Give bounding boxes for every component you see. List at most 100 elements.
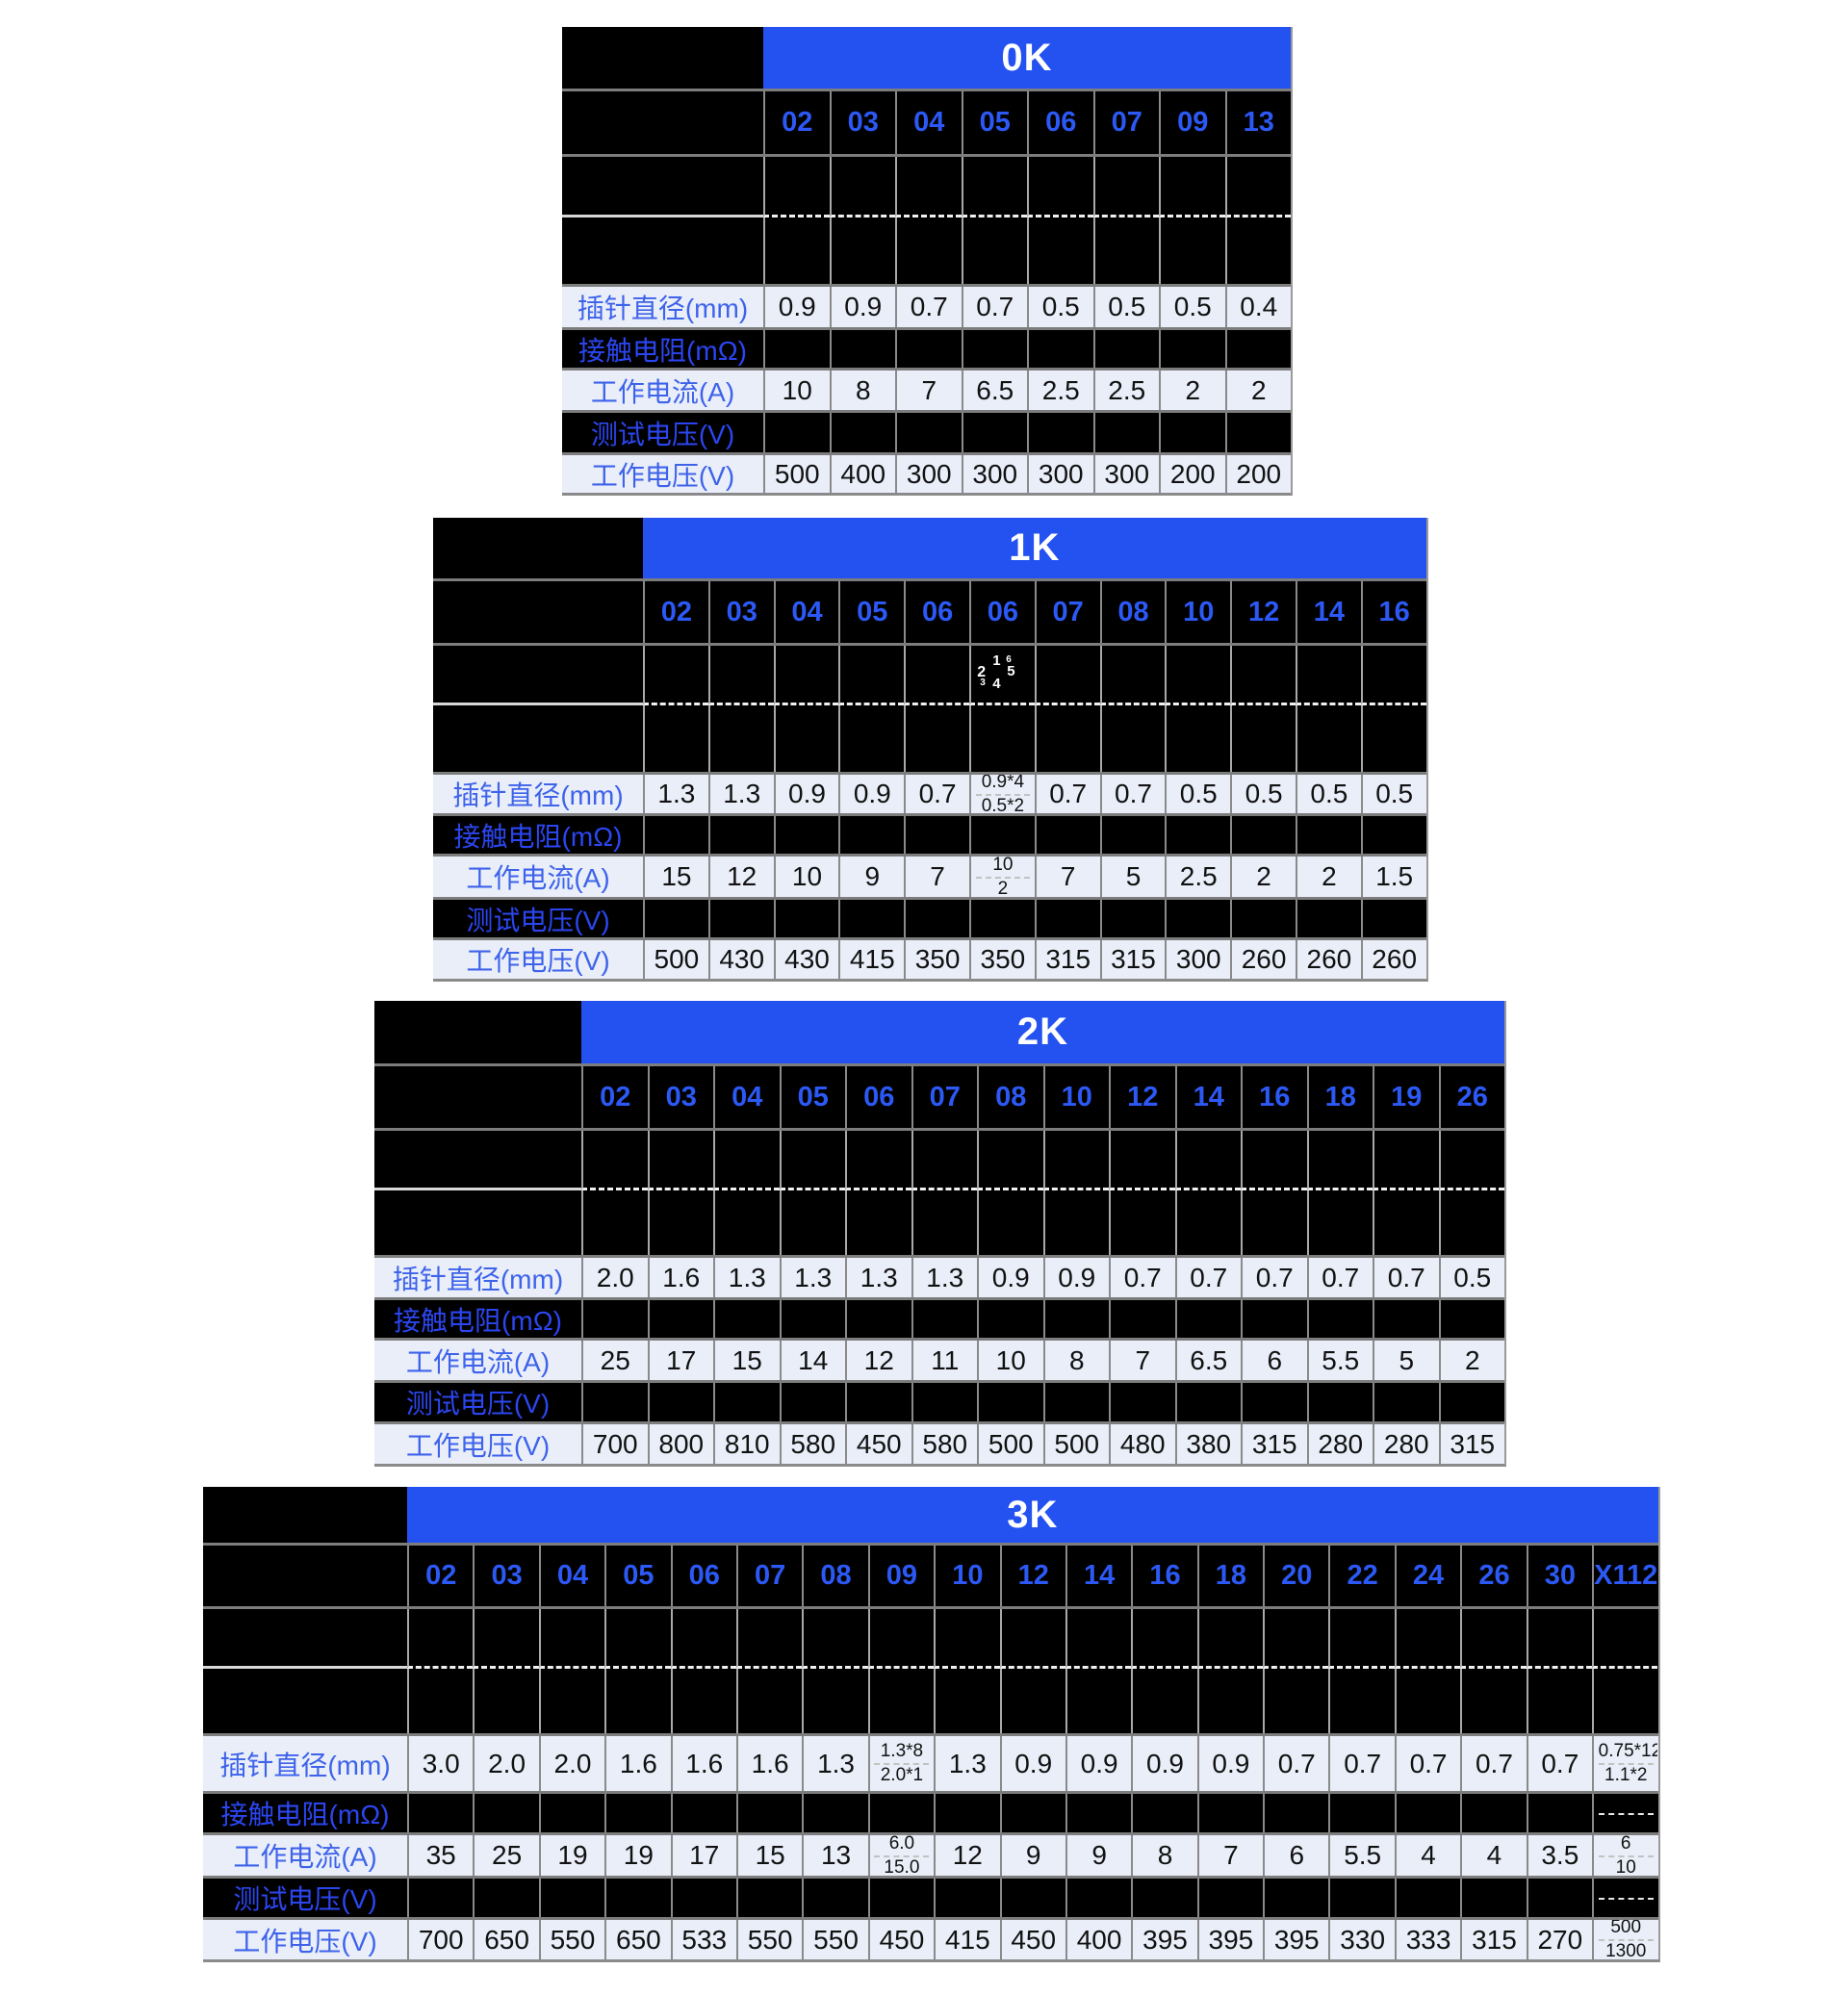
split-value-top: 1.3*8: [874, 1741, 930, 1765]
cell-value: 0.9: [853, 779, 891, 808]
value-cell: [802, 1794, 868, 1832]
cell-value: 0.7: [1123, 1262, 1162, 1292]
cell-value: 3.0: [422, 1748, 460, 1778]
value-cell: 330: [1328, 1920, 1395, 1959]
column-label-spacer: [433, 581, 643, 643]
image-cell: [961, 217, 1027, 284]
row-label-text: 工作电压(V): [405, 1430, 551, 1461]
cell-value: 810: [724, 1428, 770, 1459]
value-cell: [1328, 1879, 1395, 1917]
column-header: 06: [968, 581, 1035, 643]
column-header-label: 10: [1183, 596, 1215, 627]
cell-value: 550: [813, 1924, 859, 1955]
image-cell: [1460, 1669, 1527, 1733]
header-row: 3K: [203, 1487, 1658, 1543]
cell-value: 0.7: [1115, 779, 1152, 808]
value-cell: [1438, 1383, 1504, 1421]
value-cell: [977, 1300, 1043, 1338]
pin-number: 1: [992, 652, 1001, 669]
value-cell: [1065, 1794, 1132, 1832]
column-header-label: 03: [726, 596, 757, 627]
column-header: 05: [779, 1066, 845, 1128]
value-cell: [1460, 1794, 1527, 1832]
image-row-1: [562, 154, 1291, 217]
value-cell: 0.7: [1328, 1736, 1395, 1791]
value-cell: [1394, 1794, 1461, 1832]
row-label: 工作电压(V): [433, 940, 643, 979]
row-label-text: 插针直径(mm): [577, 294, 749, 323]
value-cell: 10: [977, 1341, 1043, 1380]
split-value-bottom: 1.1*2: [1604, 1765, 1648, 1785]
value-cell: 270: [1526, 1920, 1593, 1959]
column-header-label: 14: [1083, 1560, 1116, 1591]
image-cell: [670, 1609, 736, 1669]
image-cell: [643, 705, 708, 772]
column-header: 06: [670, 1546, 736, 1606]
column-header-label: X112: [1594, 1560, 1658, 1591]
value-cell: [895, 330, 962, 368]
value-cell: [1328, 1794, 1395, 1832]
column-header-label: 24: [1412, 1560, 1445, 1591]
value-cell: 7: [1034, 857, 1100, 897]
cell-value: 280: [1383, 1428, 1429, 1459]
spec-row: 测试电压(V): [562, 410, 1291, 452]
value-cell: [707, 816, 774, 854]
header-row: 0K: [562, 27, 1291, 89]
column-header-label: 10: [1061, 1081, 1092, 1113]
cell-value: 450: [856, 1428, 902, 1459]
value-cell: 15: [643, 857, 708, 897]
row-label: 工作电流(A): [562, 371, 763, 410]
value-cell: 580: [779, 1424, 845, 1464]
cell-value: 700: [592, 1428, 638, 1459]
cell-value: 0.9: [1212, 1748, 1250, 1778]
value-cell: 4: [1460, 1835, 1527, 1876]
cell-value: 2.5: [1108, 374, 1146, 405]
value-cell: 2.5: [1165, 857, 1231, 897]
value-cell: [604, 1879, 671, 1917]
value-cell: 7: [895, 371, 962, 410]
value-cell: 2: [1224, 371, 1291, 410]
cell-value: 0.7: [1475, 1748, 1513, 1778]
split-value-bottom: [1599, 1900, 1654, 1911]
value-cell: 0.9: [838, 775, 905, 813]
header-row: 1K: [433, 518, 1426, 578]
value-cell: [1263, 1794, 1329, 1832]
value-cell: [968, 900, 1035, 937]
value-cell: 350: [968, 940, 1035, 979]
column-header-label: 26: [1456, 1081, 1488, 1113]
value-cell: 550: [802, 1920, 868, 1959]
cell-value: 260: [1372, 944, 1418, 974]
image-cell: [911, 1190, 977, 1255]
image-cell: [1526, 1669, 1593, 1733]
image-cell: [1027, 217, 1093, 284]
image-cell: [1230, 705, 1296, 772]
row-label: 插针直径(mm): [433, 775, 643, 813]
row-label: 测试电压(V): [562, 413, 763, 452]
value-cell: 1.3: [713, 1258, 780, 1297]
value-cell: 2: [1159, 371, 1225, 410]
value-cell: 14: [779, 1341, 845, 1380]
value-cell: 8: [1131, 1835, 1197, 1876]
image-cell: [1526, 1609, 1593, 1669]
image-cell: [829, 157, 895, 217]
value-cell: 9: [838, 857, 905, 897]
image-cell: [802, 1609, 868, 1669]
cell-value: 300: [1104, 458, 1150, 489]
split-value-top: 500: [1598, 1920, 1654, 1941]
cell-value: 3.5: [1541, 1840, 1579, 1870]
value-cell: 1.3: [779, 1258, 845, 1297]
row-label-text: 测试电压(V): [233, 1884, 377, 1914]
cell-value: 7: [921, 374, 937, 405]
cell-value: 1.6: [685, 1748, 724, 1778]
value-cell: [643, 900, 708, 937]
value-cell: 580: [911, 1424, 977, 1464]
value-cell: 1.3: [934, 1736, 1000, 1791]
cell-value: 0.7: [1344, 1748, 1382, 1778]
value-cell: [838, 900, 905, 937]
value-cell: 0.5: [1230, 775, 1296, 813]
